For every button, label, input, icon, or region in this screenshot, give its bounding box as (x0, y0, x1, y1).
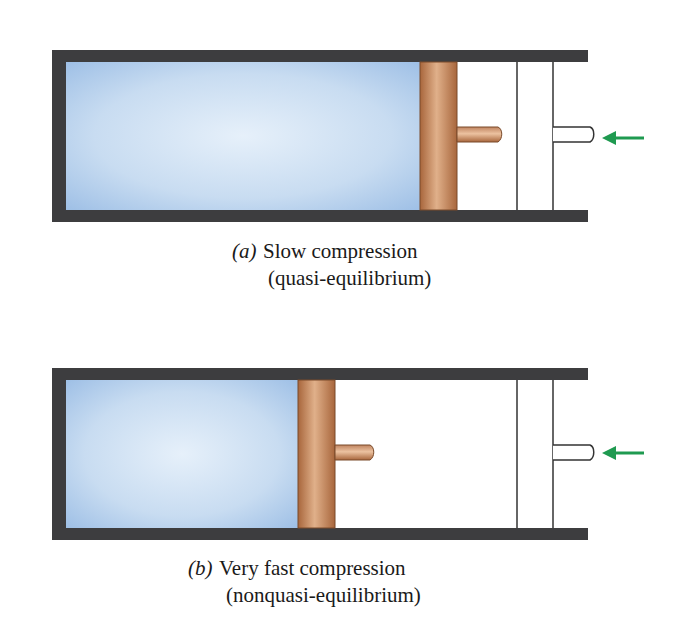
cylinder-wall (52, 50, 588, 222)
force-arrowhead (602, 131, 616, 145)
stop-line (516, 62, 518, 210)
piston-rod (457, 127, 502, 142)
force-arrow (612, 452, 644, 455)
stop-line (516, 380, 518, 528)
cylinder-wall (52, 368, 588, 540)
cylinder-a (52, 50, 644, 222)
pusher-rod (553, 127, 594, 142)
caption-text: Slow compression (263, 239, 418, 264)
piston-rod (335, 445, 374, 460)
gas (66, 380, 298, 528)
cylinder-b (52, 368, 644, 540)
force-arrowhead (602, 446, 616, 460)
panel-letter: (b) (188, 556, 213, 581)
gas (66, 62, 420, 210)
piston (420, 62, 457, 210)
pusher-rod (553, 445, 594, 460)
caption-text: (nonquasi-equilibrium) (226, 583, 421, 608)
force-arrow (612, 137, 644, 140)
caption-text: Very fast compression (219, 556, 406, 581)
caption-text: (quasi-equilibrium) (268, 266, 431, 291)
panel-letter: (a) (232, 239, 257, 264)
piston (298, 380, 335, 528)
